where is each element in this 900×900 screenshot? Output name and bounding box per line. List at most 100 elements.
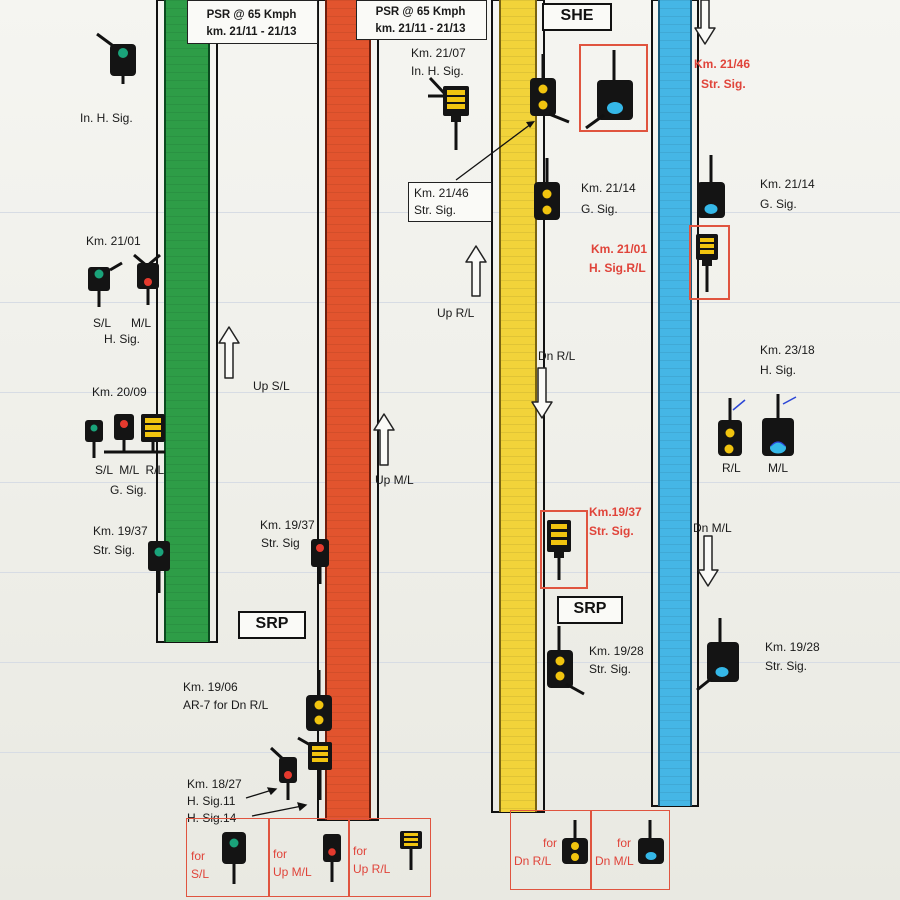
km-21-46-callout-box: Km. 21/46 Str. Sig. (408, 182, 492, 222)
str-sig-km-19-37-signal (547, 520, 571, 580)
legend-box-up (186, 818, 431, 897)
legend-for-3: for (353, 844, 368, 858)
str-sig-19-37-highlight (540, 510, 588, 589)
km-19-37-left-label: Km. 19/37 (93, 524, 148, 538)
up-rl-arrow (465, 245, 487, 297)
str-sig-km-21-46-boxed-signal (585, 50, 633, 130)
h-sig-14-signal (297, 736, 332, 800)
h-sig-label: H. Sig. (104, 332, 141, 346)
legend-up-rl-signal (400, 831, 422, 870)
she-signal-highlight (579, 44, 648, 132)
dn-ml-arrow (697, 535, 719, 587)
km-20-09-label: Km. 20/09 (92, 385, 147, 399)
str-sig-mid-signal (311, 539, 329, 584)
km-19-37-red-label: Km.19/37 (589, 505, 642, 519)
legend-for-1: for (191, 849, 206, 863)
g-sig-b-label: G. Sig. (760, 197, 797, 211)
g-sig-ml-signal (114, 414, 134, 452)
km-21-14-b-label: Km. 21/14 (760, 177, 815, 191)
ar7-label: AR-7 for Dn R/L (183, 698, 269, 712)
h-sig-rl-boxed-signal (696, 234, 718, 292)
legend-sl-label: S/L (191, 867, 210, 881)
ar7-signal (306, 670, 332, 731)
g-sig-rl-signal (141, 414, 165, 452)
legend-for-5: for (617, 836, 632, 850)
h-sig-ml-signal (133, 253, 161, 305)
km-23-18-label: Km. 23/18 (760, 343, 815, 357)
km-21-07-label: Km. 21/07 (411, 46, 466, 60)
psr-left-line2: km. 21/11 - 21/13 (206, 26, 297, 38)
track-up-sl (156, 0, 218, 643)
she-label: SHE (542, 3, 612, 31)
h-sig-rl-red-label: H. Sig.R/L (589, 261, 646, 275)
legend-up-rl-label: Up R/L (353, 862, 391, 876)
h-sig-rl-km-23-18-signal (718, 398, 746, 456)
str-sig-km-19-28-a-signal (547, 626, 585, 696)
str-sig-red2-label: Str. Sig. (701, 77, 746, 91)
paper-ruling (0, 392, 900, 393)
dn-rl-label: Dn R/L (538, 349, 576, 363)
km-21-01-label: Km. 21/01 (86, 234, 141, 248)
legend-for-4: for (543, 836, 558, 850)
psr-left-line1: PSR @ 65 Kmph (206, 9, 297, 21)
legend-divider (268, 818, 270, 897)
g-sig-km-21-14-signal (534, 158, 560, 220)
str-sig-red-label: Str. Sig. (589, 524, 634, 538)
km-21-01-red-label: Km. 21/01 (591, 242, 648, 256)
str-sig-left-label: Str. Sig. (93, 543, 136, 557)
psr-right-line2: km. 21/11 - 21/13 (375, 23, 466, 35)
paper-ruling (0, 482, 900, 483)
up-rl-label: Up R/L (437, 306, 475, 320)
str-sig-pointer (455, 121, 535, 181)
in-h-sig-left-signal (96, 32, 136, 84)
h-sig-sl-signal (88, 261, 123, 307)
str-sig-km-21-46-signal (530, 54, 570, 124)
up-ml-arrow (373, 413, 395, 466)
srp-label-right: SRP (557, 596, 623, 624)
km-19-37-mid-label: Km. 19/37 (260, 518, 315, 532)
paper-ruling (0, 302, 900, 303)
h-sig-11-signal (269, 746, 297, 800)
up-ml-label: Up M/L (375, 473, 414, 487)
psr-box-right: PSR @ 65 Kmph km. 21/11 - 21/13 (356, 0, 487, 40)
ml-b-label: M/L (768, 461, 789, 475)
in-h-sig-mid-signal (428, 76, 469, 150)
sl-ml-rl-label: S/L M/L R/L (95, 463, 165, 477)
km-21-14-a-label: Km. 21/14 (581, 181, 636, 195)
up-sl-arrow (218, 326, 240, 379)
g-sig-label: G. Sig. (110, 483, 147, 497)
paper-ruling (0, 662, 900, 663)
g-sig-sl-signal (85, 420, 103, 458)
legend-dn-ml-signal (638, 820, 664, 864)
legend-dn-rl-label: Dn R/L (514, 854, 552, 868)
str-sig-left-signal (148, 541, 170, 593)
g-sig-a-label: G. Sig. (581, 202, 618, 216)
legend-for-2: for (273, 847, 288, 861)
dn-ml-arrow-top (694, 0, 716, 45)
km-19-06-label: Km. 19/06 (183, 680, 238, 694)
psr-box-left: PSR @ 65 Kmph km. 21/11 - 21/13 (187, 0, 318, 44)
h-sig-rl-highlight (689, 225, 730, 300)
legend-up-ml-signal (323, 834, 341, 882)
h-sig-pointers (245, 787, 308, 817)
str-sig-b-label: Str. Sig. (765, 659, 808, 673)
in-h-sig-left-label: In. H. Sig. (80, 111, 133, 125)
rl-label: R/L (722, 461, 741, 475)
dn-ml-label: Dn M/L (693, 521, 732, 535)
legend-dn-rl-signal (562, 820, 588, 864)
legend-divider (590, 810, 592, 890)
str-sig-a-label: Str. Sig. (589, 662, 632, 676)
str-sig-km-19-28-b-signal (696, 618, 739, 692)
km-18-27-label: Km. 18/27 (187, 777, 242, 791)
h-sig-11-label: H. Sig.11 (187, 794, 236, 808)
legend-divider (348, 818, 350, 897)
legend-dn-ml-label: Dn M/L (595, 854, 634, 868)
km-21-46-callout-sig: Str. Sig. (414, 203, 457, 217)
legend-sl-signal (222, 832, 246, 884)
str-sig-mid-label: Str. Sig (261, 536, 300, 550)
g-sig-km-21-14-b-signal (697, 155, 725, 218)
ml-label: M/L (131, 316, 152, 330)
paper-ruling (0, 752, 900, 753)
km-21-46-red-label: Km. 21/46 (694, 57, 751, 71)
